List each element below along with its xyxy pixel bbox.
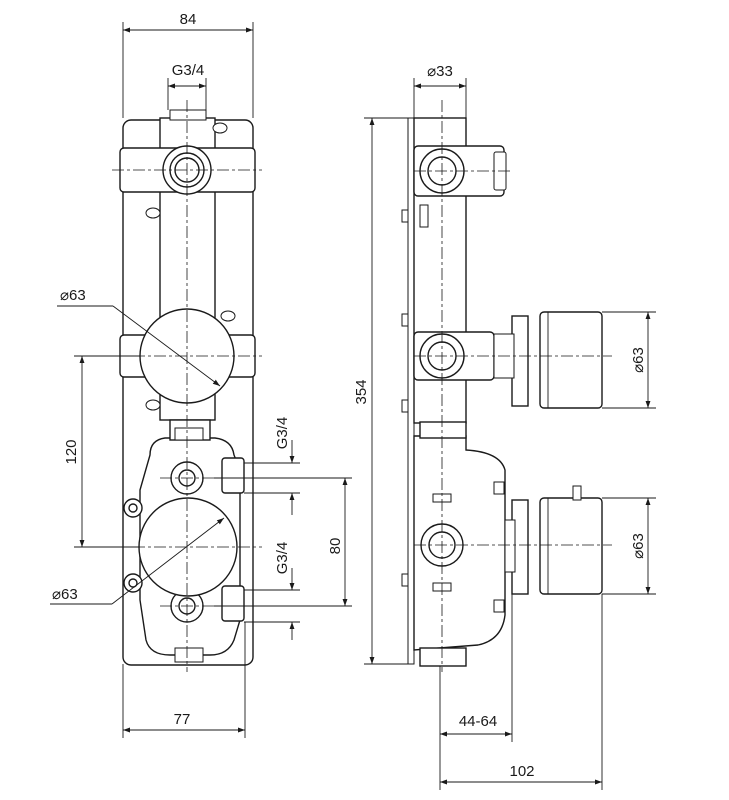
front-outlet-lower <box>221 585 245 622</box>
dim-front-spacing-left: 120 <box>63 439 80 464</box>
dim-front-thread-right-upper: G3/4 <box>274 417 291 450</box>
front-mount-ear <box>145 399 161 411</box>
side-small-lug <box>419 204 429 228</box>
dim-side-diameter-lower-handle: ⌀63 <box>630 533 647 559</box>
dim-front-spacing-right: 80 <box>327 538 344 555</box>
dim-side-diameter-upper-handle: ⌀63 <box>630 347 647 373</box>
side-lower-top-block <box>419 421 467 439</box>
front-top-nozzle <box>169 109 207 121</box>
side-nut <box>493 599 505 613</box>
side-plate-clip <box>401 209 409 223</box>
dim-side-depth-range: 44-64 <box>459 713 497 730</box>
front-mount-ear <box>220 310 236 322</box>
side-plate-clip <box>401 399 409 413</box>
side-plate-clip <box>401 313 409 327</box>
side-lower-bottom-block <box>419 647 467 667</box>
front-lower-bottom-nut <box>174 647 204 663</box>
side-lower-handle-lever <box>572 485 582 501</box>
front-lower-top-nut <box>174 427 204 441</box>
front-outlet-upper <box>221 457 245 494</box>
dim-side-depth-total: 102 <box>509 763 534 780</box>
dim-front-thread-right-lower: G3/4 <box>274 542 291 575</box>
front-screw-inner <box>128 503 138 513</box>
dim-side-diameter-top: ⌀33 <box>427 63 453 80</box>
side-backplate <box>407 117 415 665</box>
side-nut <box>493 481 505 495</box>
front-screw <box>123 498 143 518</box>
side-upper-handle <box>539 311 603 409</box>
front-screw-inner <box>128 578 138 588</box>
front-mount-ear <box>145 207 161 219</box>
front-mount-ear <box>212 122 228 134</box>
side-plate-clip <box>401 573 409 587</box>
front-view: 84 G3/4 ⌀63 120 G3/4 G3/4 80 <box>50 11 352 738</box>
dim-front-diameter-lower: ⌀63 <box>52 586 78 603</box>
dim-front-width-top: 84 <box>180 11 197 28</box>
front-screw <box>123 573 143 593</box>
dim-front-diameter-upper: ⌀63 <box>60 287 86 304</box>
side-lower-handle <box>539 497 603 595</box>
side-lower-handle-stem <box>504 519 516 573</box>
dim-front-width-bottom: 77 <box>174 711 191 728</box>
side-view: ⌀33 354 ⌀63 ⌀63 44-64 102 <box>353 63 656 790</box>
dim-side-height-total: 354 <box>353 379 370 404</box>
dim-front-thread-top: G3/4 <box>172 62 205 79</box>
